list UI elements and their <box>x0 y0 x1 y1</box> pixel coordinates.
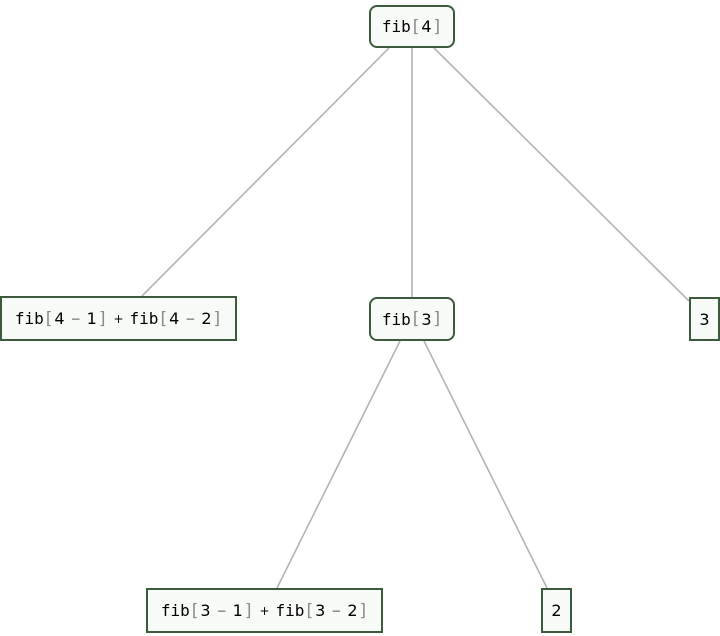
minus-operator: − <box>216 603 227 618</box>
open-bracket: [ <box>160 308 168 329</box>
argument: 3 <box>421 309 432 329</box>
function-name: fib <box>160 601 190 620</box>
argument: 3 <box>315 601 326 620</box>
node-middle-right-value[interactable]: 2 <box>541 588 572 633</box>
edge-root-to-right <box>433 47 690 302</box>
minus-operator: − <box>331 603 342 618</box>
node-middle[interactable]: fib [ 3 ] <box>369 297 455 341</box>
argument: 3 <box>200 601 211 620</box>
function-name: fib <box>381 309 411 329</box>
node-right-value[interactable]: 3 <box>689 297 720 341</box>
edge-middle-to-middle-left <box>276 340 401 589</box>
open-bracket: [ <box>191 600 199 621</box>
plus-operator: + <box>113 311 124 326</box>
open-bracket: [ <box>412 16 420 37</box>
edge-middle-to-middle-right <box>423 340 548 589</box>
open-bracket: [ <box>412 309 420 329</box>
open-bracket: [ <box>306 600 314 621</box>
argument: 4 <box>169 309 180 328</box>
close-bracket: ] <box>359 600 367 621</box>
argument: 2 <box>201 309 212 328</box>
close-bracket: ] <box>433 16 441 37</box>
function-name: fib <box>275 601 305 620</box>
argument: 2 <box>347 601 358 620</box>
node-left-sum[interactable]: fib [ 4 − 1 ] + fib [ 4 − 2 ] <box>0 296 237 341</box>
argument: 4 <box>54 309 65 328</box>
function-name: fib <box>129 309 159 328</box>
close-bracket: ] <box>98 308 106 329</box>
minus-operator: − <box>70 311 81 326</box>
close-bracket: ] <box>433 309 441 329</box>
node-middle-left-sum[interactable]: fib [ 3 − 1 ] + fib [ 3 − 2 ] <box>146 588 383 633</box>
argument: 4 <box>421 17 432 36</box>
plus-operator: + <box>259 603 270 618</box>
value-label: 2 <box>551 601 562 620</box>
argument: 1 <box>232 601 243 620</box>
open-bracket: [ <box>45 308 53 329</box>
value-label: 3 <box>699 309 710 329</box>
minus-operator: − <box>185 311 196 326</box>
edge-root-to-left <box>141 47 390 297</box>
close-bracket: ] <box>213 308 221 329</box>
function-name: fib <box>381 17 411 36</box>
function-name: fib <box>14 309 44 328</box>
argument: 1 <box>86 309 97 328</box>
close-bracket: ] <box>244 600 252 621</box>
node-root[interactable]: fib [ 4 ] <box>369 5 455 48</box>
